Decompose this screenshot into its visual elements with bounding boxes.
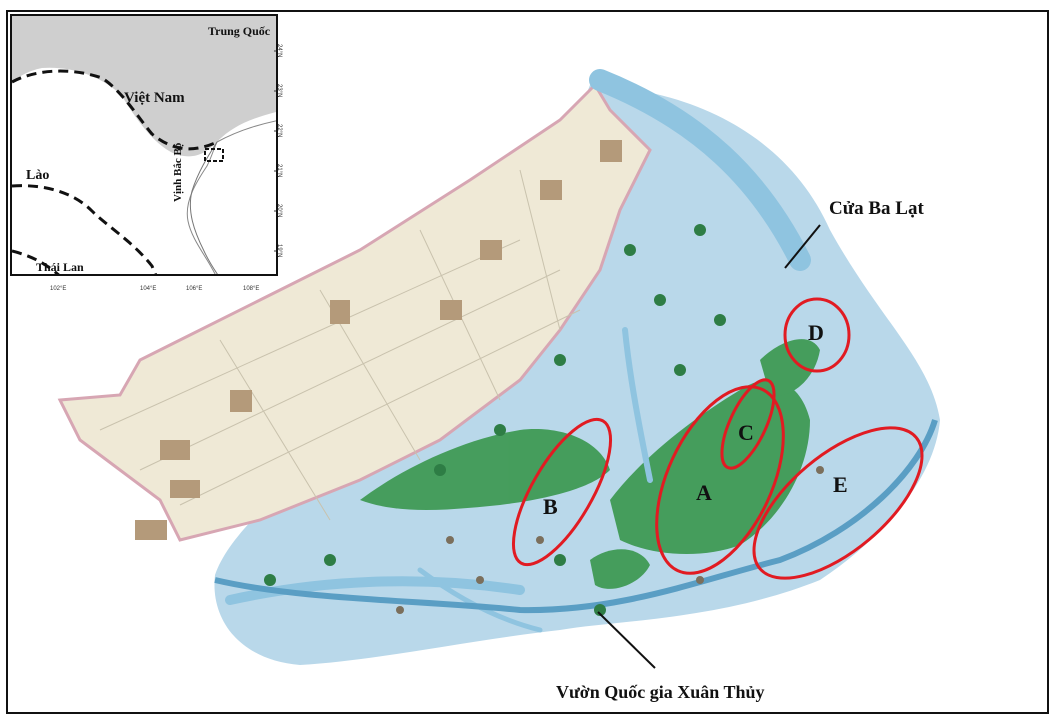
zone-label-c: C [738,420,754,445]
park-boundary [214,419,938,614]
label-china: Trung Quốc [208,24,271,38]
leader-line-park [597,611,656,669]
label-vietnam: Việt Nam [124,90,185,106]
label-gulf: Vịnh Bắc Bộ [172,142,184,202]
map-symbols [264,224,824,616]
lon-tick-4: 108°E [243,286,260,292]
inset-map-graphic [12,16,276,274]
callout-park: Vườn Quốc gia Xuân Thủy [556,682,765,702]
zone-ring-c [720,378,776,470]
zone-ring-a [655,385,785,575]
zone-ring-e [752,426,924,580]
lon-tick-2: 104°E [140,286,157,292]
field-lines [99,169,581,521]
zone-rings [511,297,924,580]
label-thailand: Thái Lan [36,260,84,274]
label-laos: Lào [26,168,50,183]
lon-tick-1: 102°E [50,286,67,292]
lat-tick-3: 22°N [276,124,282,138]
zone-ring-d [783,297,851,373]
rivers [225,69,811,633]
zone-label-a: A [696,480,712,505]
inset-coast [189,141,218,274]
agricultural-land [57,82,652,542]
inset-map: Trung Quốc Việt Nam Lào Thái Lan Vịnh Bắ… [10,14,278,276]
callout-river-mouth: Cửa Ba Lạt [829,198,924,219]
leader-line-river-mouth [784,224,821,269]
lat-tick-4: 21°N [276,164,282,178]
zone-label-e: E [833,472,848,497]
inset-china [12,16,276,157]
lon-tick-3: 106°E [186,286,203,292]
landmark-buildings [135,140,622,540]
zone-label-b: B [543,494,558,519]
lat-tick-6: 19°N [276,244,282,258]
lat-tick-1: 24°N [276,44,282,58]
inset-borders [12,69,218,274]
lat-tick-2: 23°N [276,84,282,98]
mangrove-areas [360,339,820,589]
study-area-box [204,148,224,162]
lat-tick-5: 20°N [276,204,282,218]
zone-label-d: D [808,320,824,345]
zone-ring-b [511,417,613,567]
inset-tick-marks [274,50,276,252]
